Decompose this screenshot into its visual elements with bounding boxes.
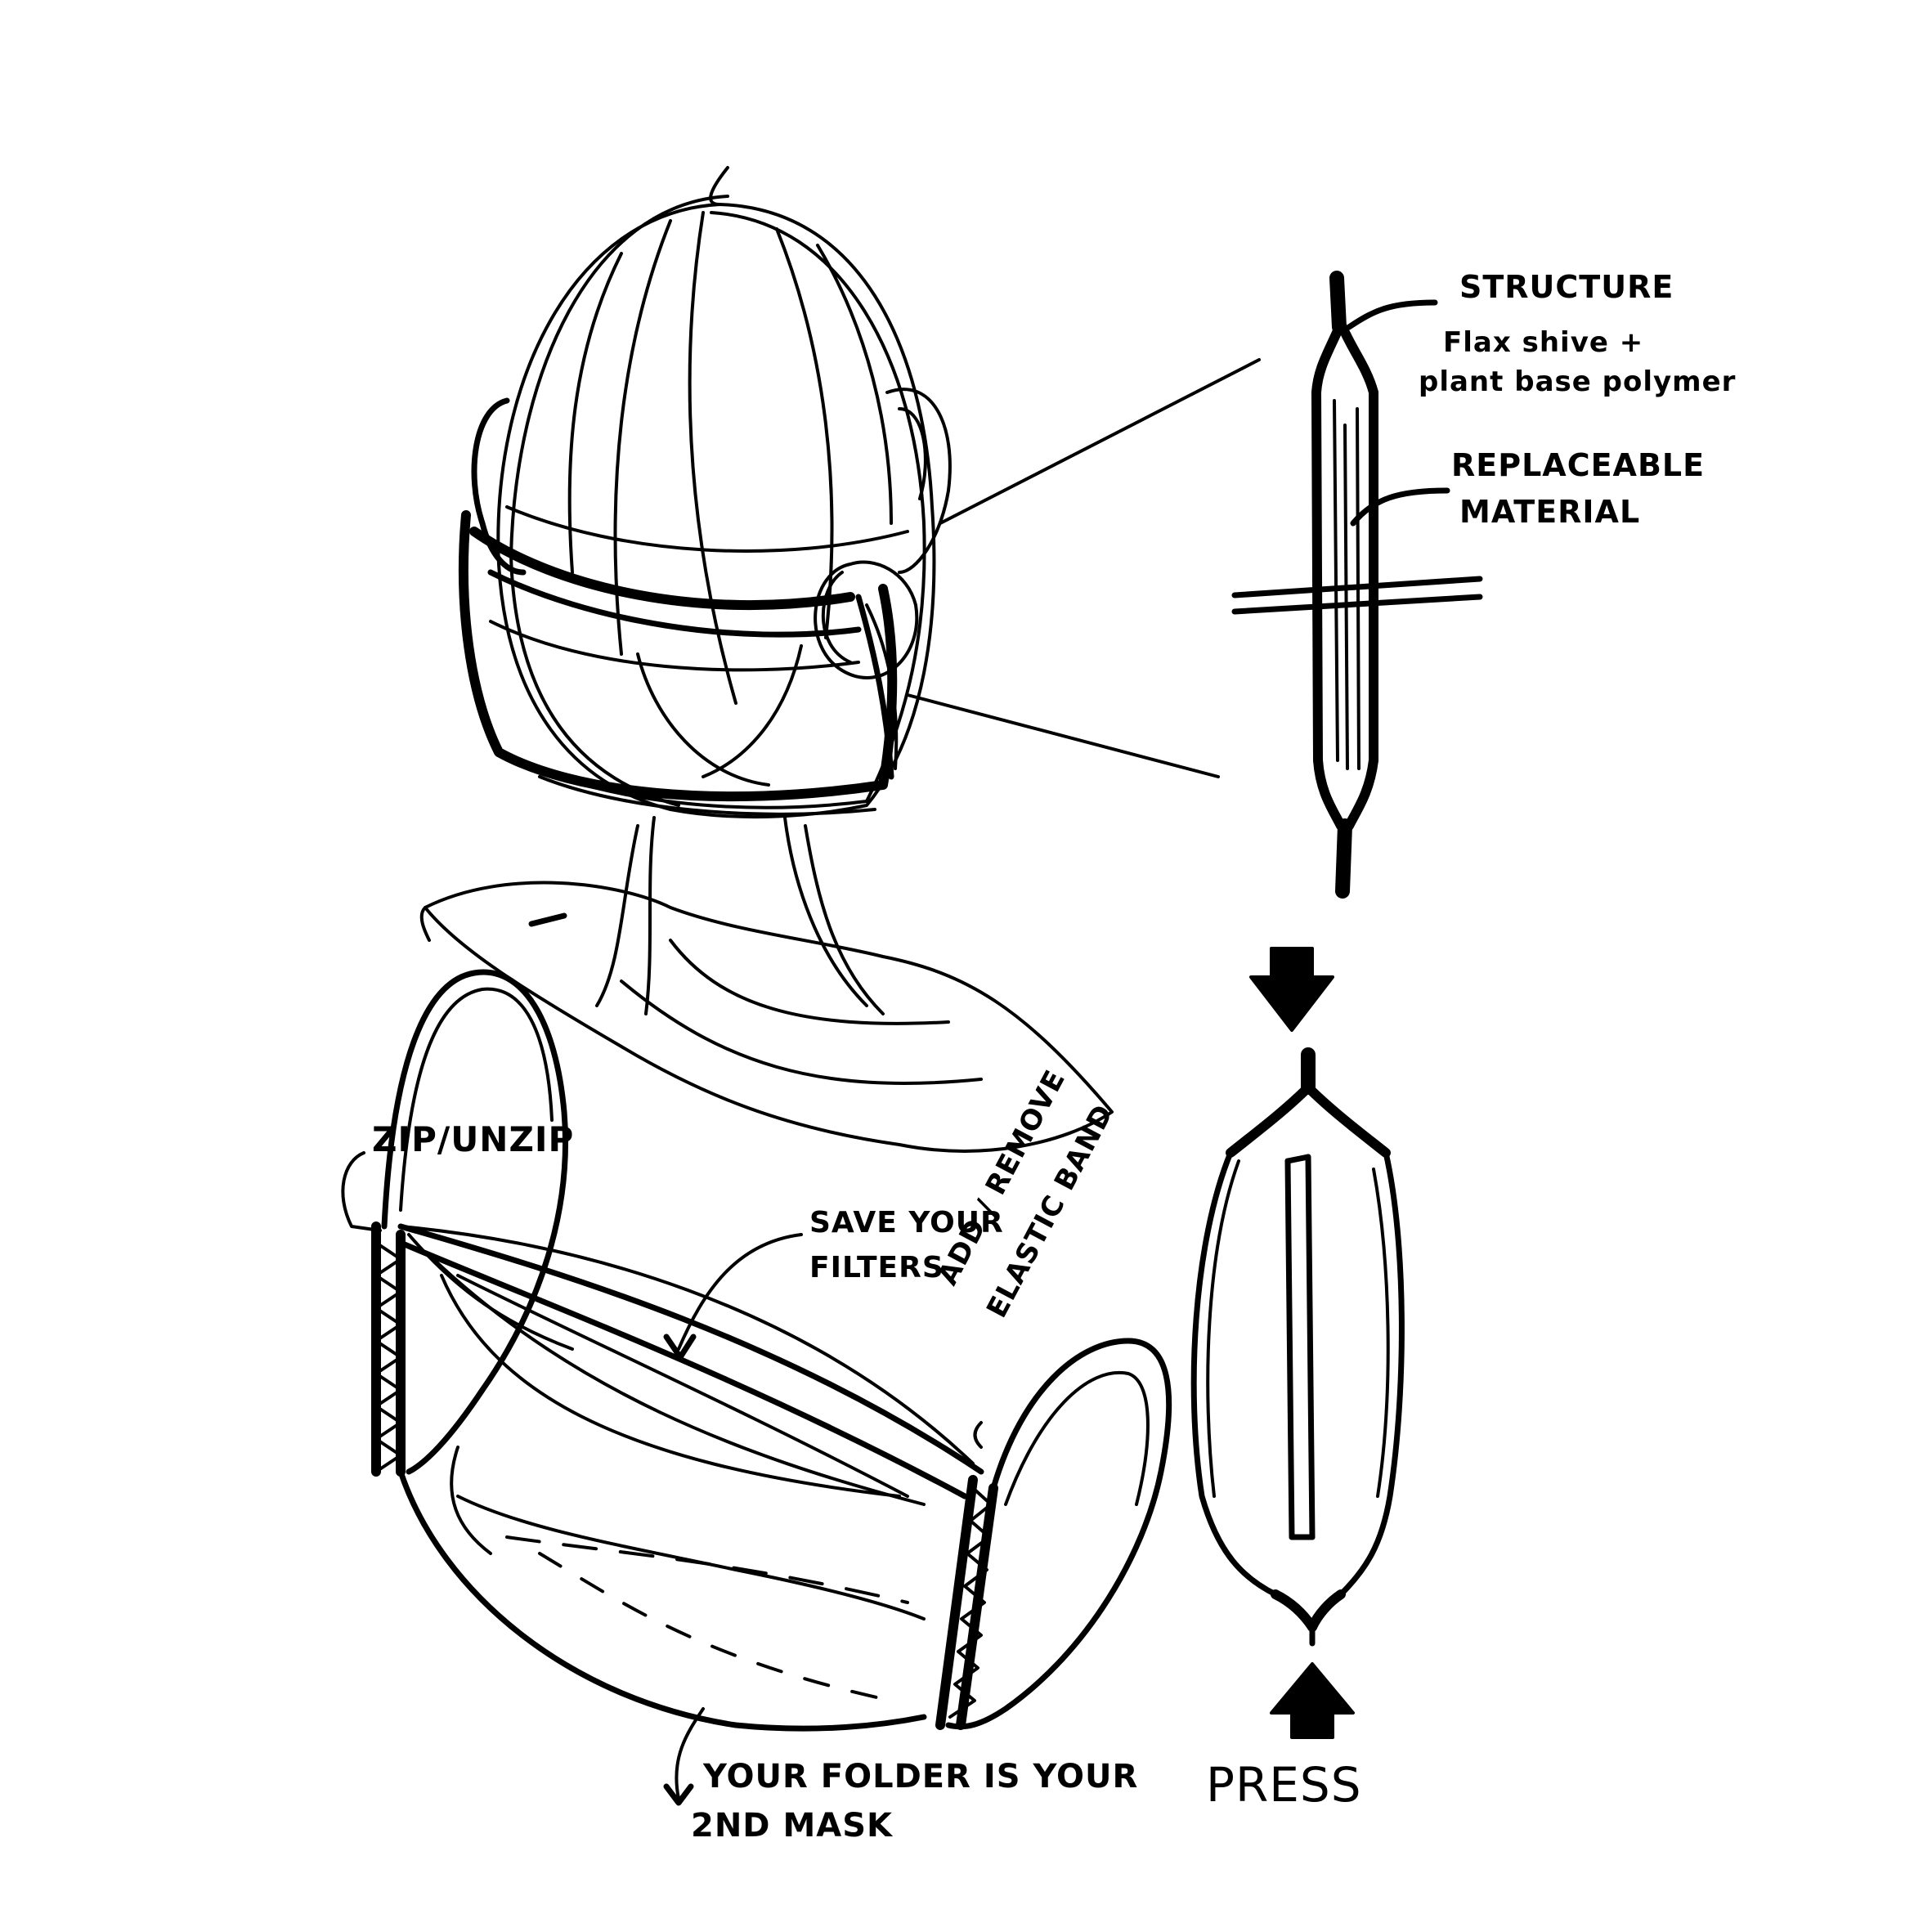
down-arrow-icon (1251, 948, 1333, 1030)
head-drawing (474, 168, 950, 817)
label-save-filters-2: FILTERS (809, 1251, 944, 1284)
structure-profile-drawing (908, 278, 1480, 891)
label-replaceable-2: MATERIAL (1459, 495, 1640, 531)
press-diagram-drawing (1194, 948, 1401, 1737)
label-structure-material-1: Flax shive + (1443, 327, 1643, 359)
label-folder-2: 2ND MASK (691, 1807, 893, 1845)
label-replaceable-1: REPLACEABLE (1451, 448, 1705, 484)
up-arrow-icon (1271, 1664, 1353, 1737)
label-structure-material-2: plant base polymer (1419, 366, 1736, 398)
label-press: PRESS (1206, 1758, 1362, 1813)
neck-shoulders-drawing (422, 818, 1112, 1151)
label-zip-unzip: ZIP/UNZIP (372, 1120, 574, 1159)
label-folder-1: YOUR FOLDER IS YOUR (703, 1758, 1138, 1795)
label-structure: STRUCTURE (1459, 270, 1674, 306)
